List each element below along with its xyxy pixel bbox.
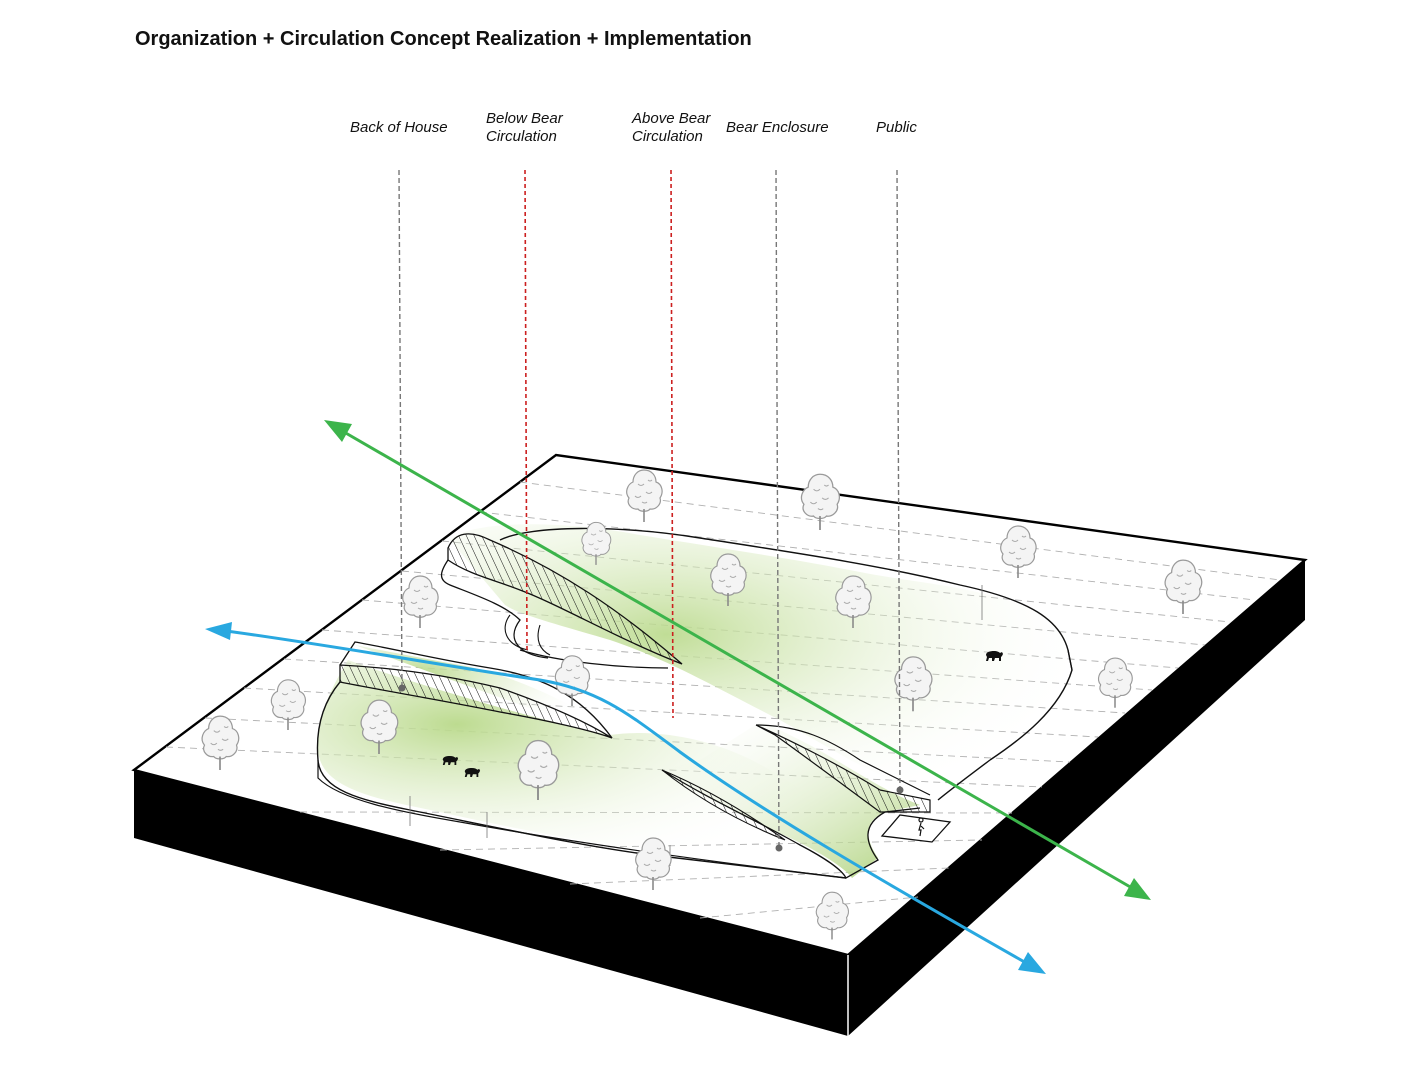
page-title: Organization + Circulation Concept Reali… (135, 28, 752, 50)
leader-dot (398, 684, 406, 692)
enclosure-upper (450, 524, 1073, 801)
label-back-of-house: Back of House (350, 119, 448, 137)
label-bear-enclosure: Bear Enclosure (726, 119, 829, 137)
public-entry-platform (880, 814, 952, 843)
block-front-face (134, 770, 848, 1036)
back-of-house-wedge-upper (440, 533, 683, 665)
enclosure-lower-center (661, 722, 952, 879)
block-right-face (848, 560, 1305, 1036)
label-above-bear-circulation: Above Bear Circulation (632, 110, 710, 146)
enclosure-lower-left (316, 641, 875, 879)
circulation-green (324, 420, 1151, 900)
leader-dot (775, 844, 783, 852)
zone-leaders (398, 169, 904, 852)
leader-bear-enclosure (775, 169, 780, 849)
leader-public (896, 169, 901, 791)
leader-dot (896, 786, 904, 794)
leader-below-bear-circulation (524, 169, 528, 651)
green-arrowhead-right (1124, 878, 1151, 900)
label-below-bear-line1: Below Bear (486, 110, 563, 127)
label-public-text: Public (876, 119, 917, 136)
leader-back-of-house (398, 169, 403, 691)
green-arrowhead-left (324, 420, 352, 442)
label-bear-enclosure-text: Bear Enclosure (726, 119, 829, 136)
label-above-bear-line2: Circulation (632, 128, 703, 145)
label-back-of-house-text: Back of House (350, 119, 448, 136)
blue-arrowhead-right (1018, 952, 1046, 974)
label-above-bear-line1: Above Bear (632, 110, 711, 127)
label-below-bear-circulation: Below Bear Circulation (486, 110, 563, 146)
person-icon (918, 817, 925, 837)
blue-arrowhead-left (205, 622, 232, 640)
label-public: Public (876, 119, 917, 137)
circulation-blue (205, 622, 1046, 974)
label-below-bear-line2: Circulation (486, 128, 557, 145)
leader-above-bear-circulation (670, 169, 674, 719)
